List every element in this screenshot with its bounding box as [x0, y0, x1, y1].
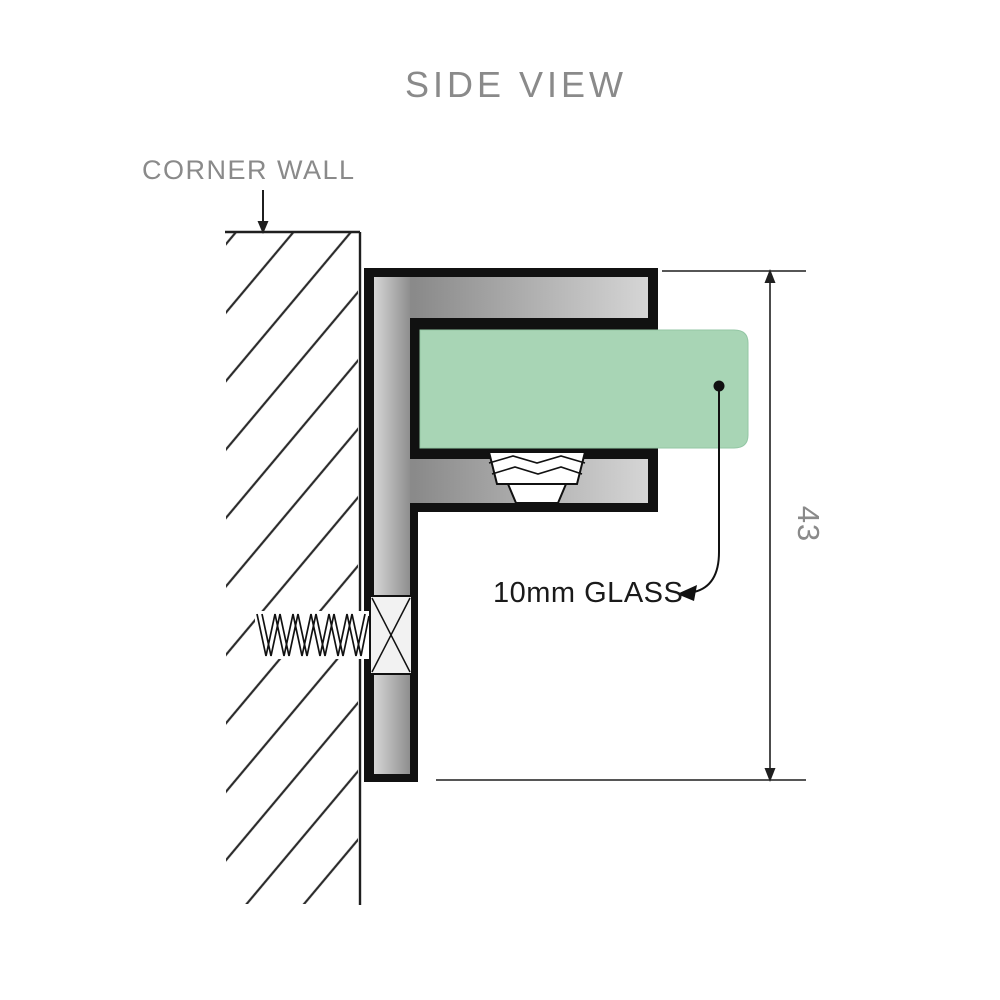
corner-wall-label: CORNER WALL [142, 155, 356, 185]
glass-panel [419, 329, 749, 449]
glass-leader [677, 380, 725, 601]
dimension-label: 43 [791, 506, 826, 542]
grub-screw-threads [487, 451, 587, 485]
wall-screw-thread-line-2 [261, 613, 370, 657]
wall-screw-head-detail-2 [371, 597, 411, 673]
wall-hatch-area [226, 233, 358, 904]
leader-line [693, 391, 720, 593]
grub-screw-thread-line-2 [491, 466, 583, 475]
bracket-top-arm [374, 277, 648, 318]
grub-screw-body [506, 483, 568, 504]
leader-arrow-icon [677, 585, 697, 601]
wall-hatching [225, 230, 362, 905]
wall-screw-thread-line-1 [256, 613, 366, 657]
wall-screw [255, 595, 413, 675]
diagram-title: SIDE VIEW [405, 64, 627, 105]
grub-screw [487, 451, 587, 504]
corner-wall-arrow-icon [257, 190, 269, 234]
dimension-arrow-up-icon [764, 269, 776, 283]
leader-dot [713, 380, 725, 392]
dimension-43 [436, 269, 806, 782]
glass-label: 10mm GLASS [493, 577, 683, 609]
grub-screw-thread-line-1 [488, 455, 586, 464]
dimension-arrow-down-icon [764, 768, 776, 782]
bracket-spine [374, 277, 410, 774]
